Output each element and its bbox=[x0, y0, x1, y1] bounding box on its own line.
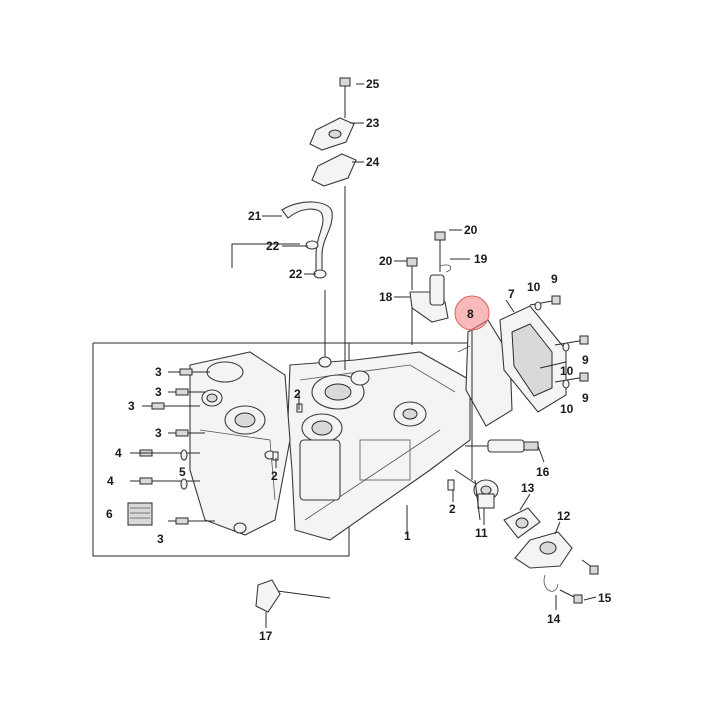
breather-hose bbox=[231, 201, 333, 279]
thermostat-group bbox=[454, 469, 599, 604]
callout-21: 21 bbox=[248, 209, 262, 223]
callout-3: 3 bbox=[128, 399, 135, 413]
callout-20: 20 bbox=[464, 223, 478, 237]
callout-12: 12 bbox=[557, 509, 571, 523]
callout-10: 10 bbox=[527, 280, 541, 294]
callout-18: 18 bbox=[379, 290, 393, 304]
spark-plug bbox=[465, 439, 539, 453]
callout-4: 4 bbox=[107, 474, 114, 488]
callout-6: 6 bbox=[106, 507, 113, 521]
callout-17: 17 bbox=[259, 629, 273, 643]
callout-14: 14 bbox=[547, 612, 561, 626]
callout-3: 3 bbox=[155, 426, 162, 440]
callout-9: 9 bbox=[551, 272, 558, 286]
callout-9: 9 bbox=[582, 391, 589, 405]
callout-24: 24 bbox=[366, 155, 380, 169]
callout-labels: 1 2 2 2 3 3 3 3 3 4 4 5 6 7 8 9 9 9 10 1… bbox=[106, 77, 612, 643]
callout-20: 20 bbox=[379, 254, 393, 268]
bolts-3 bbox=[142, 368, 215, 525]
callout-11: 11 bbox=[475, 526, 488, 540]
filter-screen bbox=[127, 502, 153, 526]
callout-25: 25 bbox=[366, 77, 380, 91]
assembly-frame bbox=[92, 342, 472, 557]
callout-3: 3 bbox=[157, 532, 164, 546]
callout-19: 19 bbox=[474, 252, 488, 266]
callout-1: 1 bbox=[404, 529, 411, 543]
callout-2: 2 bbox=[294, 387, 301, 401]
callout-10: 10 bbox=[560, 402, 574, 416]
top-cover-group bbox=[309, 77, 357, 370]
callout-4: 4 bbox=[115, 446, 122, 460]
callout-15: 15 bbox=[598, 591, 612, 605]
bracket-group bbox=[406, 231, 452, 345]
cylinder-head-body bbox=[287, 290, 471, 541]
callout-9: 9 bbox=[582, 353, 589, 367]
callout-5: 5 bbox=[179, 465, 186, 479]
leader-lines bbox=[140, 83, 597, 628]
callout-23: 23 bbox=[366, 116, 380, 130]
callout-22: 22 bbox=[266, 239, 280, 253]
side-cover bbox=[189, 351, 291, 536]
cover-bolts bbox=[529, 295, 589, 389]
highlight-marker-8 bbox=[454, 295, 490, 331]
callout-16: 16 bbox=[536, 465, 550, 479]
callout-2: 2 bbox=[449, 502, 456, 516]
callout-22: 22 bbox=[289, 267, 303, 281]
callout-13: 13 bbox=[521, 481, 535, 495]
callout-3: 3 bbox=[155, 365, 162, 379]
callout-3: 3 bbox=[155, 385, 162, 399]
dipstick bbox=[255, 579, 331, 625]
callout-10: 10 bbox=[560, 364, 574, 378]
callout-8: 8 bbox=[467, 307, 474, 321]
callout-7: 7 bbox=[508, 287, 515, 301]
callout-2: 2 bbox=[271, 469, 278, 483]
